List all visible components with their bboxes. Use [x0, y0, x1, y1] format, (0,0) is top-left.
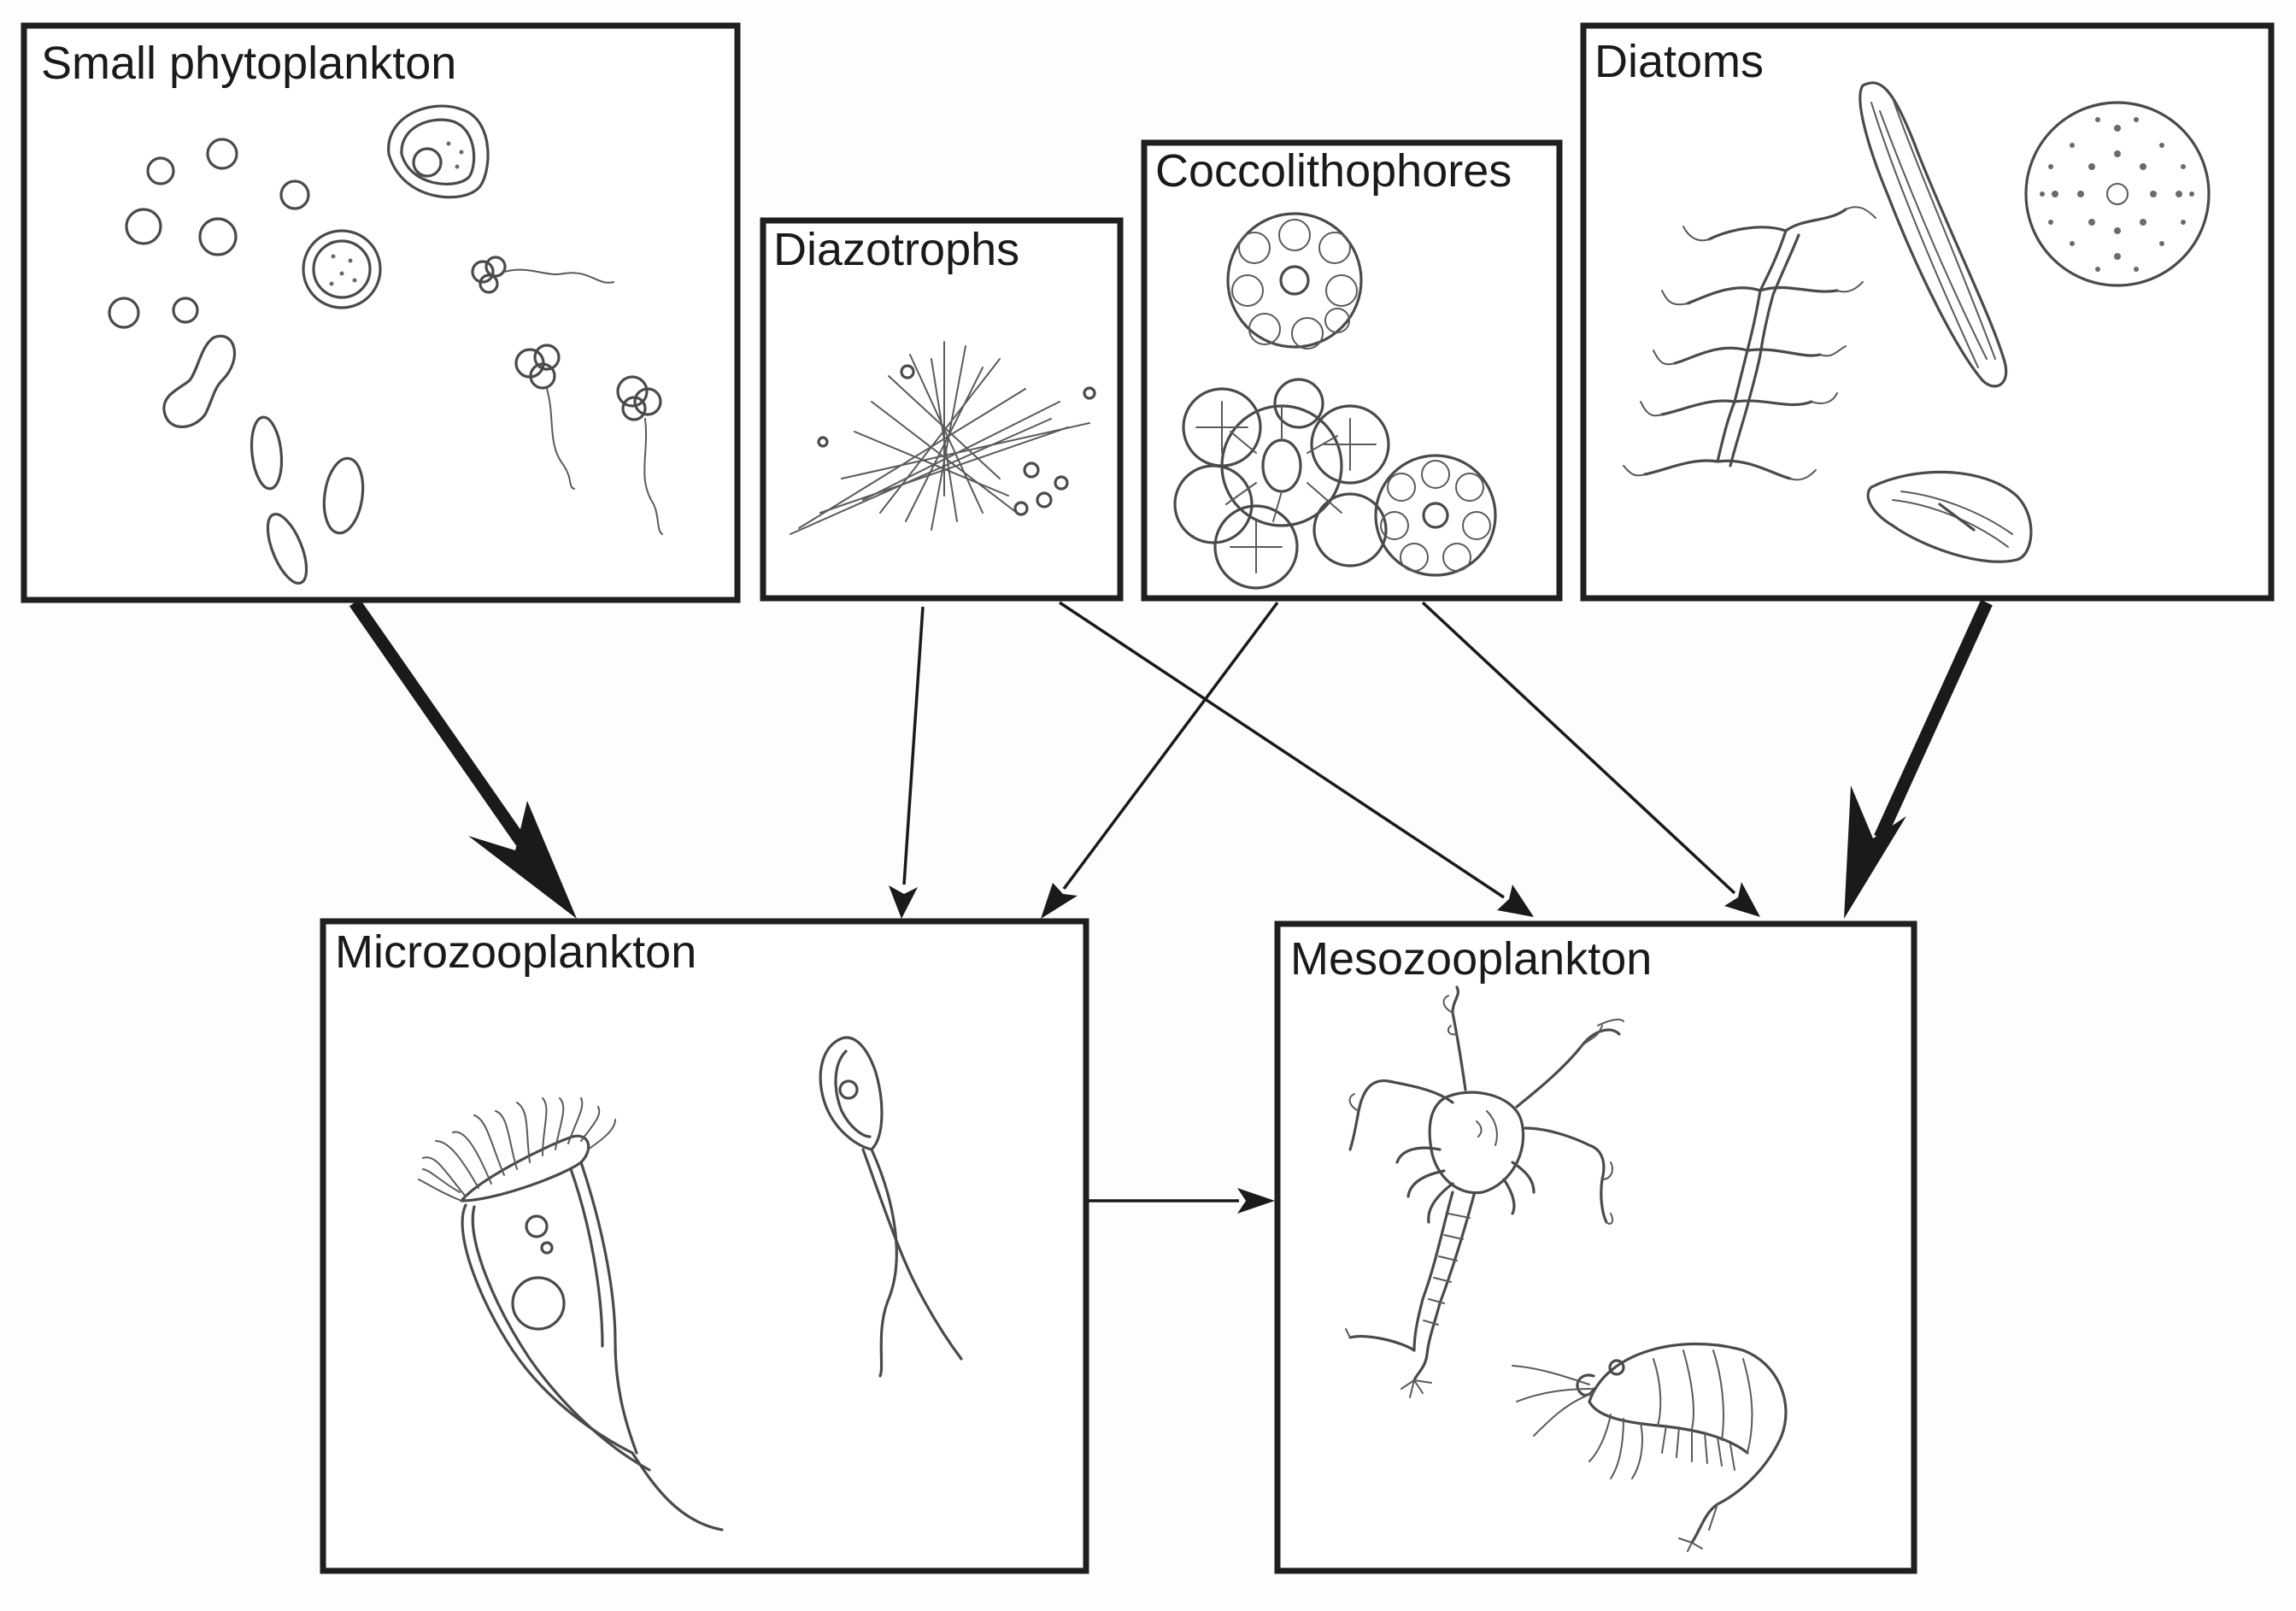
arrow-coccolithophores-to-mesozooplankton: [1421, 601, 1760, 917]
arrow-diazotrophs-to-mesozooplankton: [1059, 601, 1534, 917]
small-phytoplankton-label: Small phytoplankton: [41, 38, 456, 89]
node-diazotrophs: Diazotrophs: [760, 217, 1124, 602]
diatoms-frame: [1580, 22, 2275, 602]
diazotrophs-frame: [760, 217, 1124, 602]
microzooplankton-frame: [320, 918, 1089, 1574]
microzooplankton-illustration: [418, 1036, 963, 1532]
coccolithophores-illustration: [1173, 212, 1497, 590]
node-microzooplankton: Microzooplankton: [320, 918, 1089, 1574]
diatoms-illustration: [1623, 81, 2211, 563]
mesozooplankton-illustration: [1345, 985, 1788, 1552]
arrows-layer: [349, 598, 1993, 1214]
node-mesozooplankton: Mesozooplankton: [1274, 920, 1917, 1574]
node-small-phytoplankton: Small phytoplankton: [21, 22, 741, 603]
node-coccolithophores: Coccolithophores: [1141, 139, 1563, 602]
arrow-small-phytoplankton-to-microzooplankton: [349, 598, 577, 919]
arrow-coccolithophores-to-microzooplankton: [1041, 601, 1279, 919]
coccolithophores-label: Coccolithophores: [1155, 145, 1512, 197]
coccolithophores-frame: [1141, 139, 1563, 602]
microzooplankton-label: Microzooplankton: [335, 926, 696, 978]
small-phytoplankton-frame: [21, 22, 741, 603]
diazotrophs-label: Diazotrophs: [773, 224, 1019, 275]
diatoms-label: Diatoms: [1594, 36, 1764, 87]
node-diatoms: Diatoms: [1580, 22, 2275, 602]
arrow-diatoms-to-mesozooplankton: [1844, 599, 1993, 919]
small-phytoplankton-illustration: [108, 104, 663, 585]
mesozooplankton-label: Mesozooplankton: [1290, 933, 1652, 985]
mesozooplankton-frame: [1274, 920, 1917, 1574]
arrow-microzooplankton-to-mesozooplankton: [1088, 1188, 1275, 1214]
diazotrophs-illustration: [790, 341, 1096, 535]
arrow-diazotrophs-to-microzooplankton: [889, 606, 925, 919]
